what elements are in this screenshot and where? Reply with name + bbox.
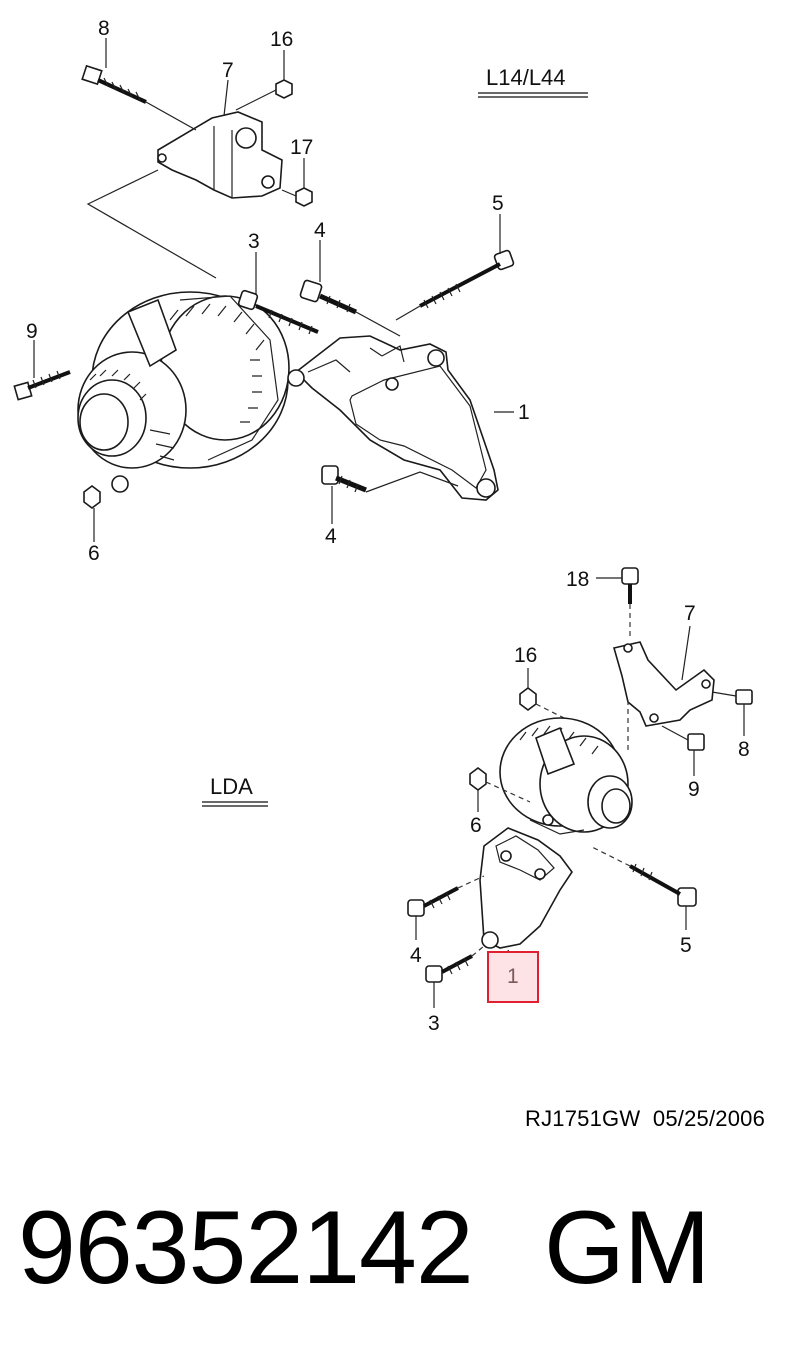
document-reference: RJ1751GW 05/25/2006 (525, 1106, 766, 1131)
callout-16-top: 16 (270, 28, 293, 51)
nut-part-16-top (275, 79, 293, 99)
bolt-part-9-top (13, 340, 71, 401)
callout-4a-top: 4 (314, 219, 326, 242)
callout-16-bottom: 16 (514, 644, 537, 667)
callout-3-bottom: 3 (428, 1012, 440, 1035)
bolt-part-8-top (81, 64, 147, 104)
callout-4b-top: 4 (325, 525, 337, 548)
part-number: 96352142 (18, 1190, 474, 1306)
callout-1-top: 1 (518, 401, 530, 424)
callout-4-bottom: 4 (410, 944, 422, 967)
nut-part-17 (295, 187, 313, 207)
callout-8-bottom: 8 (738, 738, 750, 761)
top-assembly: L14/L44 (13, 17, 588, 565)
nut-part-6-bottom (469, 767, 531, 812)
bolt-part-4-lower (321, 465, 459, 524)
callout-8-top: 8 (98, 17, 110, 40)
main-bracket-part-1-top (287, 335, 514, 501)
bolt-part-18 (596, 567, 639, 640)
callout-5-top: 5 (492, 192, 504, 215)
callout-18: 18 (566, 568, 589, 591)
alternator-bottom (499, 717, 633, 835)
nut-part-16-bottom (519, 668, 585, 729)
alternator-top (77, 291, 290, 493)
highlight-box-part-1[interactable] (487, 951, 539, 1003)
exploded-parts-diagram: L14/L44 (13, 17, 753, 1035)
upper-bracket-part-7 (157, 111, 283, 199)
variant-label-top: L14/L44 (486, 65, 566, 90)
callout-7-bottom: 7 (684, 602, 696, 625)
callout-9-top: 9 (26, 320, 38, 343)
bolt-part-3-top (237, 252, 319, 335)
brand-name: GM (544, 1190, 711, 1306)
callout-6-bottom: 6 (470, 814, 482, 837)
variant-label-bottom: LDA (210, 774, 253, 799)
callout-17: 17 (290, 136, 313, 159)
bolt-part-8-bottom (711, 689, 753, 736)
nut-part-6-top (83, 485, 101, 542)
callout-7-top: 7 (222, 59, 234, 82)
bolt-part-5-bottom (589, 845, 697, 930)
bracket-part-7-bottom (612, 625, 715, 727)
bolt-part-9-bottom (661, 725, 705, 776)
bolt-part-5-top (395, 214, 515, 321)
callout-3-top: 3 (248, 230, 260, 253)
callout-6-top: 6 (88, 542, 100, 565)
callout-9-bottom: 9 (688, 778, 700, 801)
callout-1-bottom: 1 (507, 965, 519, 988)
bolt-part-4-upper (299, 240, 401, 337)
callout-5-bottom: 5 (680, 934, 692, 957)
bracket-part-1-bottom (479, 827, 573, 961)
bottom-assembly: LDA (202, 567, 753, 1035)
bolt-part-3-bottom (425, 945, 485, 1008)
bolt-part-4-bottom (407, 875, 485, 940)
